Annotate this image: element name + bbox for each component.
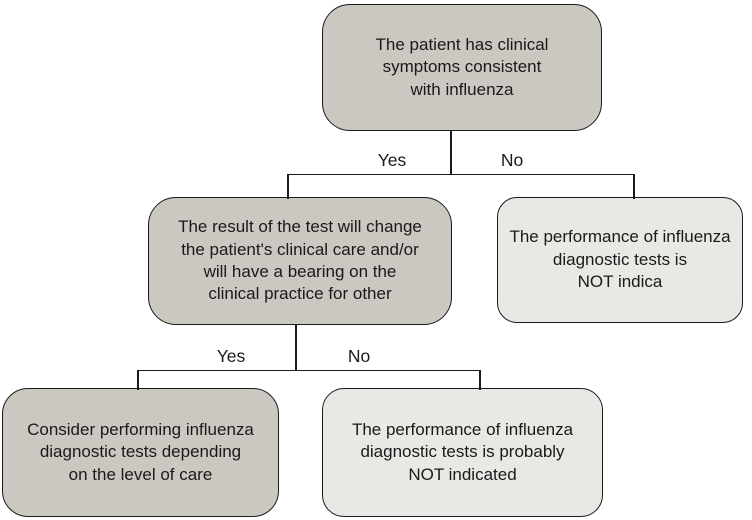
node-not-indicated-text: The performance of influenza diagnostic … xyxy=(509,227,731,292)
node-probably-not-indicated: The performance of influenza diagnostic … xyxy=(322,388,603,517)
connector-branch1-left-drop xyxy=(287,173,289,199)
connector-branch2-right-drop xyxy=(479,369,481,390)
node-probably-not-indicated-text: The performance of influenza diagnostic … xyxy=(351,419,574,484)
branch2-yes-label: Yes xyxy=(216,346,246,366)
branch1-yes-label: Yes xyxy=(377,150,407,170)
node-symptoms-text: The patient has clinical symptoms consis… xyxy=(375,34,549,99)
node-test-impact: The result of the test will change the p… xyxy=(148,197,452,325)
node-test-impact-text: The result of the test will change the p… xyxy=(178,217,422,304)
connector-branch1-stem xyxy=(450,131,452,175)
node-not-indicated: The performance of influenza diagnostic … xyxy=(497,197,743,323)
connector-branch2-left-drop xyxy=(137,369,139,390)
branch2-no-label: No xyxy=(347,346,371,366)
connector-branch1-right-drop xyxy=(633,173,635,199)
node-symptoms: The patient has clinical symptoms consis… xyxy=(322,4,602,131)
node-consider-testing: Consider performing influenza diagnostic… xyxy=(2,388,279,517)
connector-branch2-stem xyxy=(295,325,297,371)
connector-branch2-bar xyxy=(137,369,481,372)
connector-branch1-bar xyxy=(287,173,635,176)
node-consider-testing-text: Consider performing influenza diagnostic… xyxy=(27,419,254,484)
branch1-no-label: No xyxy=(500,150,524,170)
